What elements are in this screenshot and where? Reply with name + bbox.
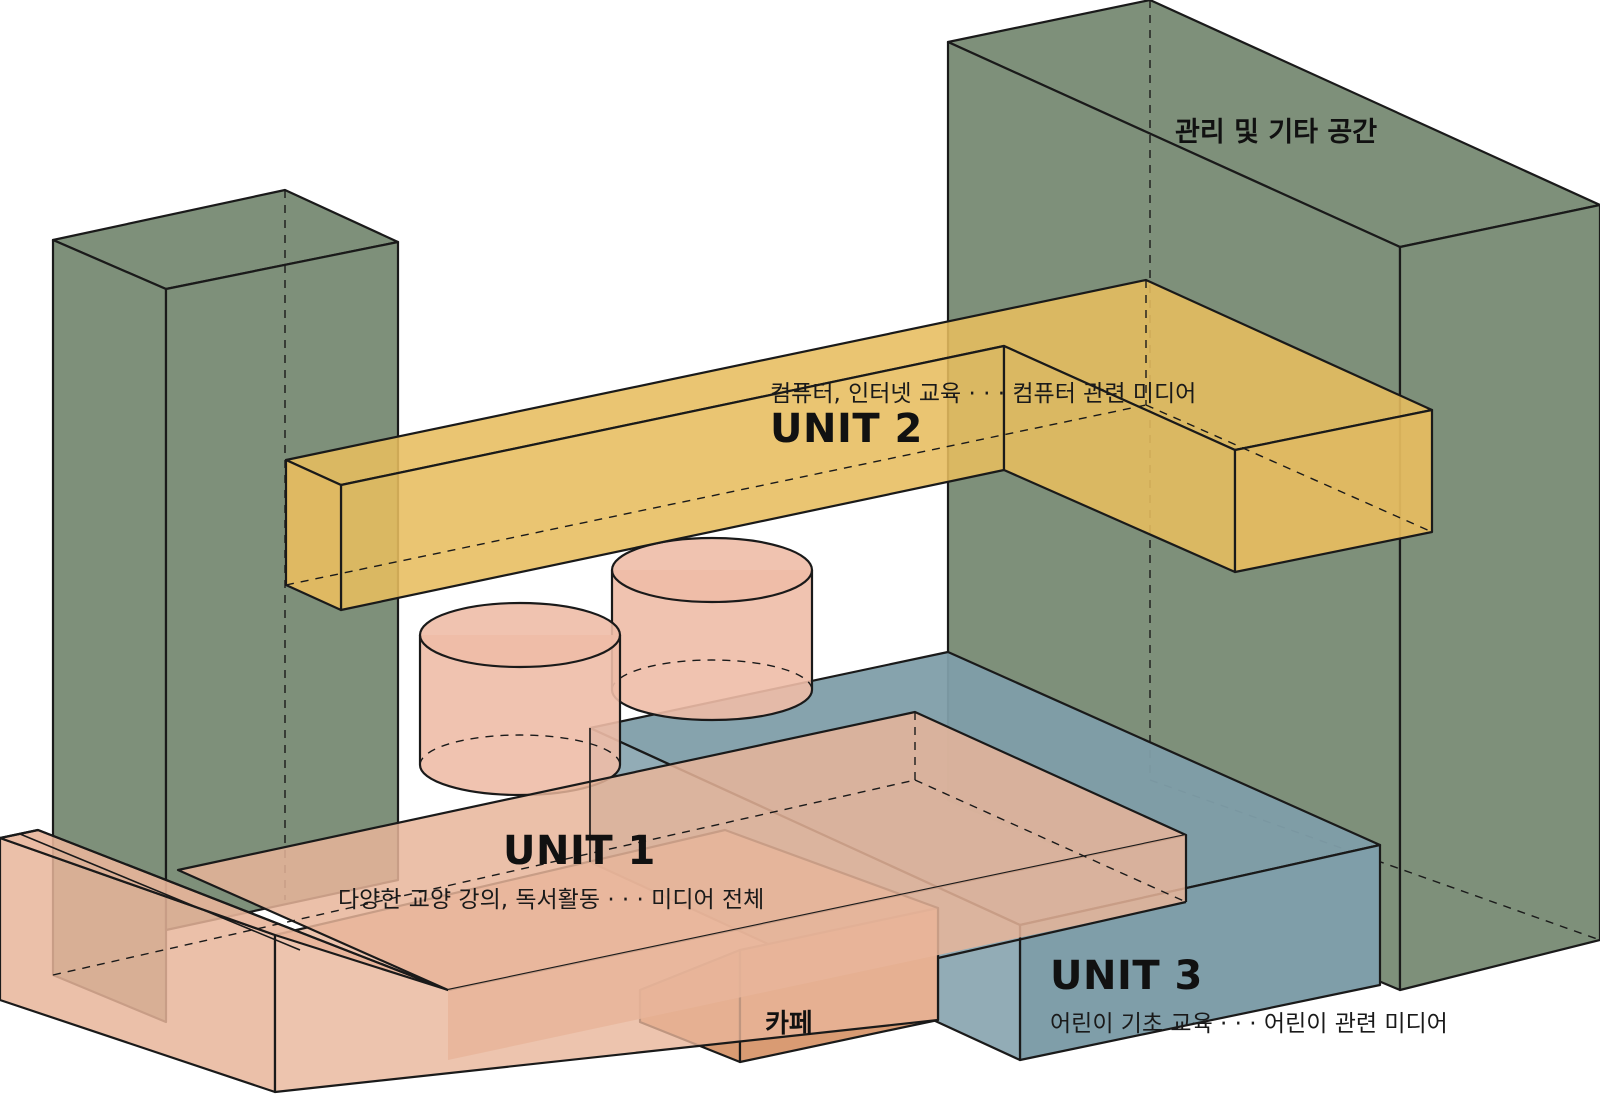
- admin-label: 관리 및 기타 공간: [1175, 117, 1378, 148]
- unit3-description: 어린이 기초 교육 · · · 어린이 관련 미디어: [1050, 1011, 1448, 1037]
- unit1-description: 다양한 교양 강의, 독서활동 · · · 미디어 전체: [338, 887, 765, 913]
- cafe-label: 카페: [765, 1009, 813, 1039]
- unit2-block: [284, 278, 1434, 612]
- unit2-title: UNIT 2: [770, 406, 923, 452]
- left-tower: [51, 188, 400, 1024]
- unit1-title: UNIT 1: [503, 828, 656, 874]
- unit2-description: 컴퓨터, 인터넷 교육 · · · 컴퓨터 관련 미디어: [770, 381, 1197, 407]
- unit3-title: UNIT 3: [1050, 953, 1203, 999]
- unit1-block: [0, 710, 1188, 1094]
- cylinder-back: [610, 536, 814, 722]
